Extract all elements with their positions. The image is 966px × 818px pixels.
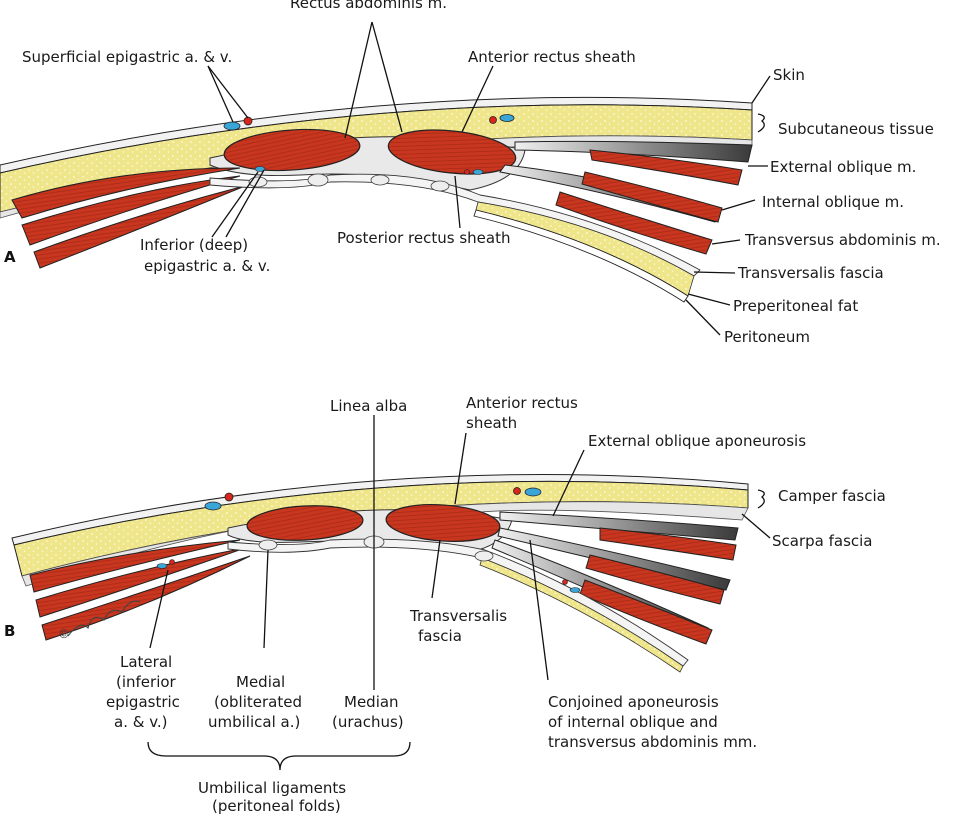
right-aponeurosis-1-b: [499, 511, 739, 541]
label-peritoneum: Peritoneum: [724, 328, 810, 346]
inferior-epigastric-artery-a2: [464, 169, 470, 175]
inferior-epigastric-vein-a2: [472, 169, 484, 175]
panel-a: A Rectus abdominis m. Superficial epigas…: [0, 0, 941, 346]
label-preperitoneal-fat: Preperitoneal fat: [733, 297, 858, 315]
medial-umbilical-fold-left: [258, 539, 278, 551]
peritoneal-fold-a2: [307, 173, 329, 187]
label-lateral-1: Lateral: [120, 653, 172, 671]
internal-oblique-muscle-b: [585, 554, 725, 605]
left-muscle-1-a: [11, 167, 241, 219]
superficial-vein-b2: [524, 487, 542, 497]
label-anterior-rectus-sheath-b-1: Anterior rectus: [466, 394, 578, 412]
panel-a-letter: A: [4, 248, 16, 266]
rectus-muscle-right-a: [387, 129, 517, 175]
superficial-artery-a: [243, 116, 253, 126]
left-muscle-3-b: [41, 555, 251, 641]
label-lateral-4: a. & v.): [114, 713, 168, 731]
rectus-muscle-left-b: [246, 505, 364, 541]
right-aponeurosis-2-b: [497, 527, 731, 591]
transversus-muscle-b: [579, 579, 713, 645]
label-conjoined-3: transversus abdominis mm.: [548, 733, 757, 751]
label-posterior-rectus-sheath: Posterior rectus sheath: [337, 229, 510, 247]
label-transversus-abdominis: Transversus abdominis m.: [744, 231, 941, 249]
label-external-oblique: External oblique m.: [770, 158, 916, 176]
label-inferior-epigastric-1: Inferior (deep): [140, 236, 248, 254]
rectus-muscle-left-a: [223, 128, 361, 172]
superficial-vein-a2: [499, 114, 515, 122]
artist-signature: ©: [56, 625, 72, 642]
peritoneal-fold-a3: [370, 174, 390, 186]
label-median-1: Median: [344, 693, 399, 711]
external-oblique-muscle-a: [589, 149, 743, 186]
panel-b: © B Linea alba Anterior rectus sheath Ex…: [4, 394, 886, 815]
peritoneum-layer-a: [473, 209, 689, 303]
label-transversalis-fascia-b-1: Transversalis: [409, 607, 507, 625]
label-inferior-epigastric-2: epigastric a. & v.: [144, 257, 270, 275]
label-camper-fascia: Camper fascia: [778, 487, 886, 505]
superficial-artery-b1: [224, 492, 234, 502]
label-transversalis-fascia-a: Transversalis fascia: [737, 264, 884, 282]
peritoneal-fold-a1: [248, 176, 268, 188]
label-medial-3: umbilical a.): [208, 713, 300, 731]
superficial-vein-a: [223, 121, 241, 131]
lateral-epigastric-artery-b: [169, 559, 175, 565]
lateral-epigastric-vein-b: [156, 563, 168, 569]
signature-scribble: [67, 600, 141, 637]
label-lateral-2: (inferior: [116, 673, 177, 691]
label-medial-1: Medial: [236, 673, 285, 691]
right-aponeurosis-1-a: [514, 140, 753, 163]
label-anterior-rectus-sheath-a: Anterior rectus sheath: [468, 48, 636, 66]
label-subcutaneous-tissue: Subcutaneous tissue: [778, 120, 934, 138]
label-conjoined-2: of internal oblique and: [548, 713, 718, 731]
label-lateral-3: epigastric: [106, 693, 180, 711]
rectus-muscle-right-b: [385, 504, 501, 542]
label-transversalis-fascia-b-2: fascia: [418, 627, 462, 645]
label-umbilical-ligaments-2: (peritoneal folds): [212, 797, 341, 815]
transversus-muscle-a: [555, 191, 713, 255]
label-anterior-rectus-sheath-b-2: sheath: [466, 414, 517, 432]
left-muscle-1-b: [29, 539, 241, 593]
preperitoneal-fat-layer-b: [479, 557, 684, 673]
label-linea-alba: Linea alba: [330, 397, 407, 415]
label-median-2: (urachus): [332, 713, 404, 731]
deep-artery-b: [562, 579, 568, 585]
label-superficial-epigastric: Superficial epigastric a. & v.: [22, 48, 232, 66]
internal-oblique-muscle-a: [581, 171, 723, 223]
superficial-artery-a2: [489, 116, 497, 124]
left-muscle-2-a: [21, 175, 241, 246]
external-oblique-muscle-b: [599, 527, 737, 561]
deep-vein-b: [569, 587, 581, 593]
superficial-vein-b1: [204, 501, 222, 511]
peritoneal-fold-a4: [430, 180, 450, 192]
label-external-oblique-aponeurosis: External oblique aponeurosis: [588, 432, 806, 450]
label-internal-oblique: Internal oblique m.: [762, 193, 904, 211]
label-scarpa-fascia: Scarpa fascia: [772, 532, 873, 550]
label-umbilical-ligaments-1: Umbilical ligaments: [198, 779, 346, 797]
superficial-artery-b2: [513, 487, 521, 495]
panel-b-letter: B: [4, 622, 15, 640]
medial-umbilical-fold-right: [474, 550, 494, 562]
label-medial-2: (obliterated: [214, 693, 302, 711]
label-conjoined-1: Conjoined aponeurosis: [548, 693, 719, 711]
label-skin: Skin: [773, 66, 805, 84]
label-rectus-abdominis: Rectus abdominis m.: [290, 0, 447, 12]
inferior-epigastric-vein-a: [254, 166, 266, 172]
